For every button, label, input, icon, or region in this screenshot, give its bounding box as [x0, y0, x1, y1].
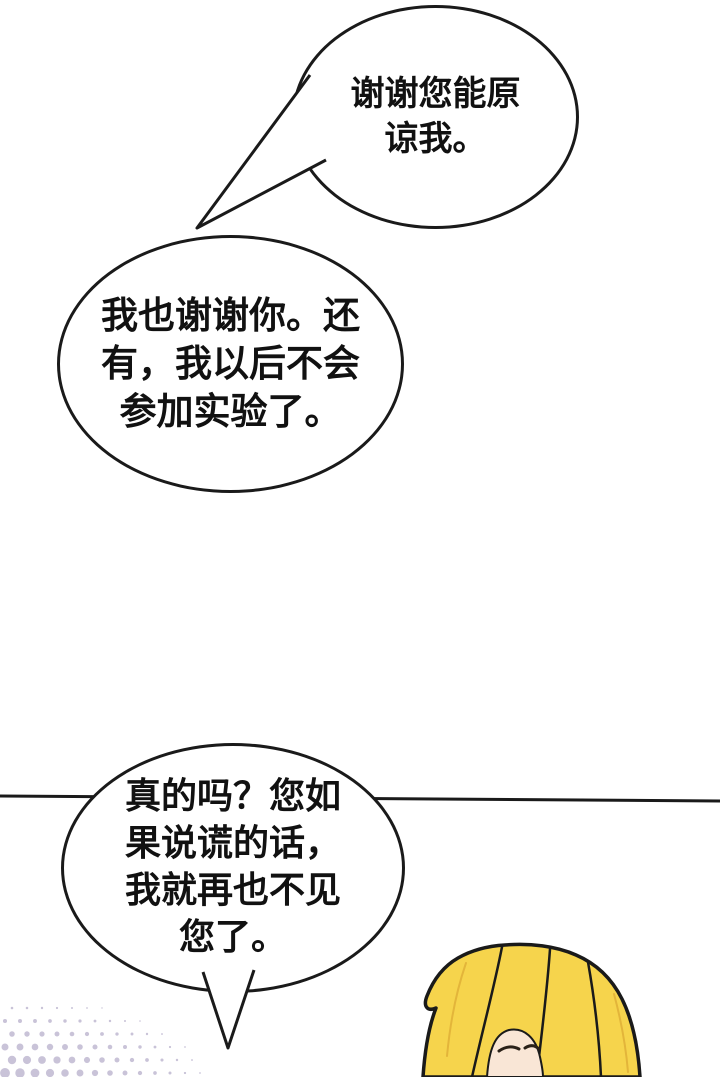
dialogue-line: 果说谎的话，	[124, 823, 341, 865]
hair-shadow-strand	[613, 993, 629, 1073]
dialogue-line: 谅我。	[384, 119, 487, 159]
hair-strand	[586, 960, 603, 1077]
character-blonde	[421, 942, 642, 1077]
speech-bubble-2: 我也谢谢你。还 有，我以后不会 参加实验了。	[57, 235, 404, 493]
speech-bubble-1: 谢谢您能原 谅我。	[292, 5, 579, 229]
speech-bubble-3: 真的吗？您如 果说谎的话， 我就再也不见 您了。	[61, 743, 405, 993]
hair-shape	[421, 942, 642, 1077]
eyebrow-right	[523, 1044, 541, 1051]
face-skin	[485, 1028, 545, 1077]
dialogue-line: 参加实验了。	[119, 390, 342, 434]
dialogue-line: 谢谢您能原	[350, 74, 521, 115]
dialogue-line: 您了。	[178, 916, 287, 958]
dialogue-line: 我就再也不见	[124, 870, 341, 911]
dialogue-line: 有，我以后不会	[101, 341, 360, 385]
dialogue-line: 真的吗？您如	[124, 776, 341, 818]
halftone-dots	[0, 1006, 201, 1077]
eyebrow-left	[497, 1045, 521, 1053]
dialogue-line: 我也谢谢你。还	[101, 293, 360, 337]
hair-shadow-strand	[446, 962, 467, 1057]
hair-strand	[470, 945, 504, 1077]
